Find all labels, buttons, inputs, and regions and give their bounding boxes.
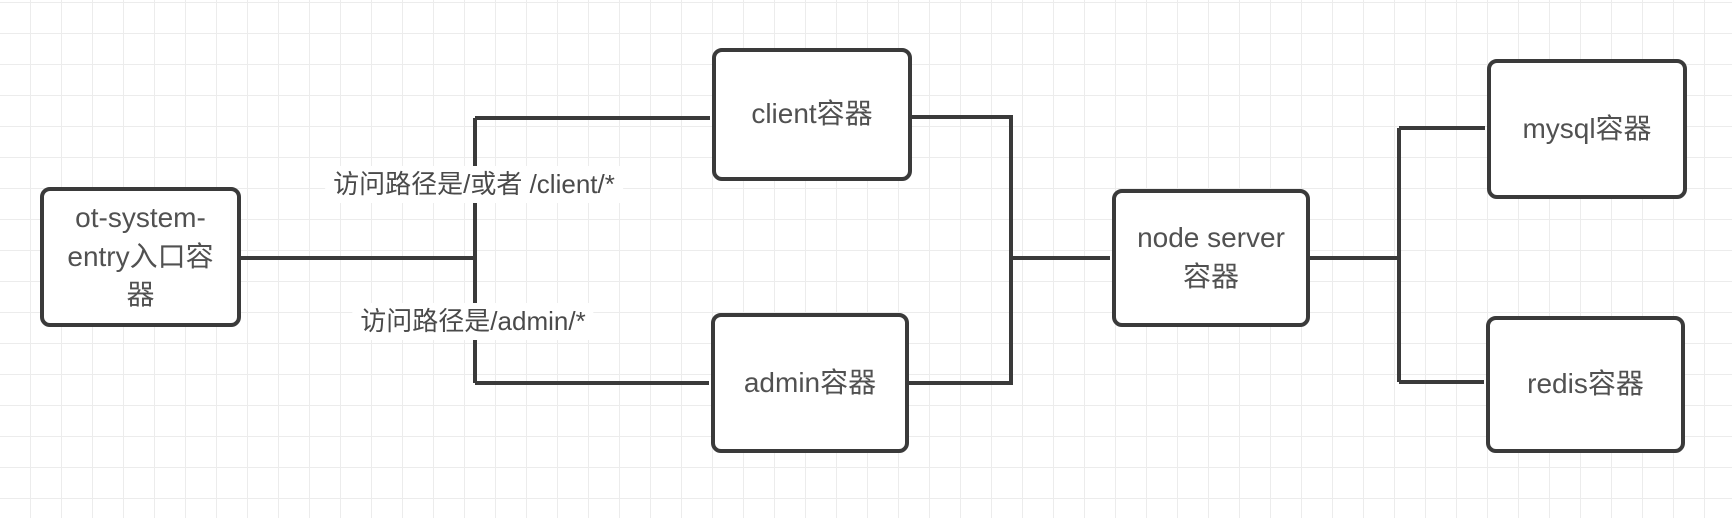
node-client-label: client容器: [751, 98, 873, 130]
node-redis-container[interactable]: redis容器: [1486, 316, 1685, 453]
node-admin-label: admin容器: [743, 366, 877, 398]
node-mysql-label: mysql容器: [1522, 112, 1652, 144]
node-node-server-label: node server 容器: [1137, 222, 1285, 292]
node-mysql-container[interactable]: mysql容器: [1487, 59, 1687, 199]
edge-client-admin-merge[interactable]: [909, 115, 1013, 385]
node-redis-label: redis容器: [1527, 368, 1644, 400]
node-entry-label: ot-system-entry入口容器: [67, 202, 214, 311]
edge-label-admin-path[interactable]: 访问路径是/admin/*: [352, 303, 594, 341]
node-entry-container[interactable]: ot-system-entry入口容器: [40, 187, 241, 327]
edge-label-client-path[interactable]: 访问路径是/或者 /client/*: [325, 166, 623, 204]
node-client-container[interactable]: client容器: [712, 48, 912, 181]
node-node-server-container[interactable]: node server 容器: [1112, 189, 1310, 327]
node-admin-container[interactable]: admin容器: [711, 313, 909, 453]
